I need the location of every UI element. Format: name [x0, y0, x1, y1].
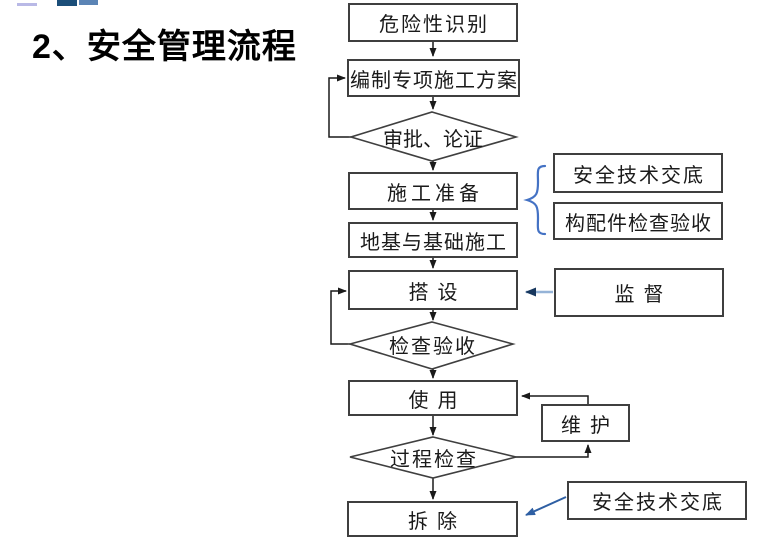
diamond-label-approve: 审批、论证	[383, 128, 483, 151]
feedback-inspect-to-erect	[330, 287, 350, 345]
diamond-label-inspect: 检查验收	[389, 335, 477, 358]
diamond-inspect	[347, 321, 516, 370]
title-number: 2、	[32, 28, 87, 66]
logo-fragment-blue-icon	[79, 0, 98, 5]
diamond-process-check	[349, 436, 517, 479]
title-text: 安全管理流程	[86, 29, 297, 66]
connector-brief-to-dismantle	[525, 496, 567, 516]
flow-node-hazard-identification: 危险性识别	[348, 3, 518, 42]
diamond-approve	[348, 111, 519, 162]
connector-maintain-to-use	[521, 392, 589, 404]
flow-node-construction-preparation: 施工准备	[348, 172, 518, 210]
diamond-label-process-check: 过程检查	[390, 448, 478, 471]
flow-node-special-plan: 编制专项施工方案	[347, 59, 520, 97]
side-node-maintenance: 维护	[541, 404, 630, 442]
flow-node-use: 使用	[348, 380, 518, 416]
side-node-safety-tech-brief-top: 安全技术交底	[553, 153, 723, 193]
page-title: 2、安全管理流程	[32, 19, 297, 68]
logo-fragment-navy-icon	[57, 0, 77, 6]
connector-process-check-to-maintain	[515, 444, 592, 458]
flow-node-erection: 搭设	[348, 270, 518, 310]
side-node-component-check: 构配件检查验收	[553, 202, 723, 240]
logo-fragment-lavender-icon	[17, 3, 37, 6]
flow-node-dismantle: 拆除	[347, 501, 518, 537]
side-node-safety-tech-brief-bottom: 安全技术交底	[567, 481, 747, 520]
flow-node-foundation-construction: 地基与基础施工	[348, 222, 518, 258]
brace-icon	[523, 164, 547, 236]
feedback-approve-to-plan	[328, 74, 351, 138]
side-node-supervision: 监督	[554, 268, 724, 317]
